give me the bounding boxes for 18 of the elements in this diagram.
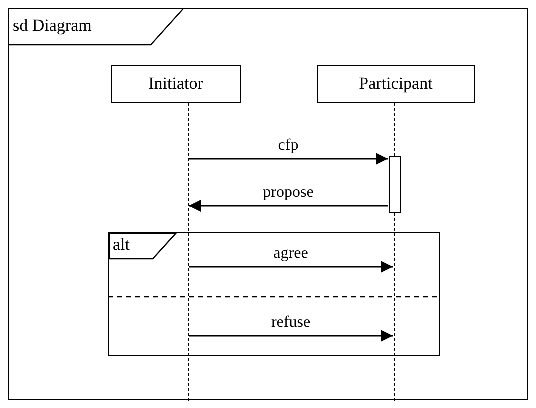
activation-bar (389, 156, 401, 213)
message-arrow (189, 200, 388, 212)
lifeline (188, 103, 190, 401)
message-arrow (189, 330, 393, 342)
message-label: propose (263, 184, 314, 202)
message-label: agree (274, 245, 308, 263)
sequence-frame (8, 8, 528, 400)
message-arrow (189, 261, 393, 273)
lifeline-name: Initiator (148, 74, 204, 94)
message-arrow (189, 153, 388, 165)
message-label: refuse (271, 314, 311, 332)
lifeline-head-box (111, 65, 241, 103)
frame-label: sd Diagram (13, 16, 92, 36)
lifeline-head-box (317, 65, 475, 103)
lifeline-name: Participant (359, 74, 433, 94)
message-label: cfp (278, 137, 299, 155)
frame-label: alt (113, 235, 130, 255)
fragment-operator-tab (109, 233, 177, 260)
